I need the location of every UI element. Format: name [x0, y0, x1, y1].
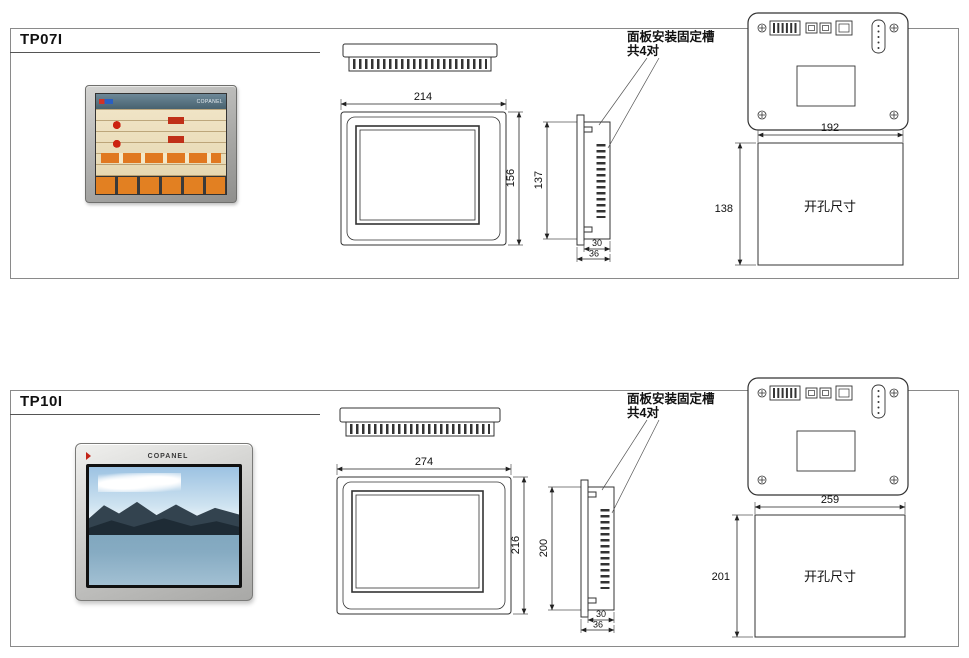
table-cell-highlight	[167, 135, 185, 144]
note-line1: 面板安装固定槽	[627, 392, 715, 406]
tp07i-screen: COPANEL	[95, 93, 227, 195]
tp07i-mounting-note: 面板安装固定槽 共4对	[627, 30, 715, 59]
note-line1: 面板安装固定槽	[627, 30, 715, 44]
tp07i-screen-titlebar: COPANEL	[96, 94, 226, 109]
tp07i-section-title: TP07I	[10, 28, 320, 53]
brand-logo-icon	[99, 99, 113, 104]
model-name-tp10i: TP10I	[20, 393, 63, 410]
tp10i-bezel-header: COPANEL	[86, 448, 242, 464]
model-name-tp07i: TP07I	[20, 31, 63, 48]
tp10i-product-photo: COPANEL	[75, 443, 253, 601]
landscape-wallpaper	[89, 467, 239, 585]
clouds	[98, 472, 181, 492]
brand-logo-icon	[86, 452, 91, 460]
note-line2: 共4对	[627, 44, 659, 59]
tp07i-screen-table	[96, 109, 226, 176]
tp07i-screen-buttons	[96, 176, 226, 194]
note-line2: 共4对	[627, 406, 659, 421]
button-row	[101, 153, 221, 163]
tp07i-product-photo: COPANEL	[85, 85, 237, 203]
tp10i-mounting-note: 面板安装固定槽 共4对	[627, 392, 715, 421]
tp10i-screen	[86, 464, 242, 588]
tp10i-section-title: TP10I	[10, 390, 320, 415]
table-cell-highlight	[167, 117, 185, 125]
brand-text: COPANEL	[147, 452, 189, 460]
brand-text: COPANEL	[196, 98, 223, 105]
